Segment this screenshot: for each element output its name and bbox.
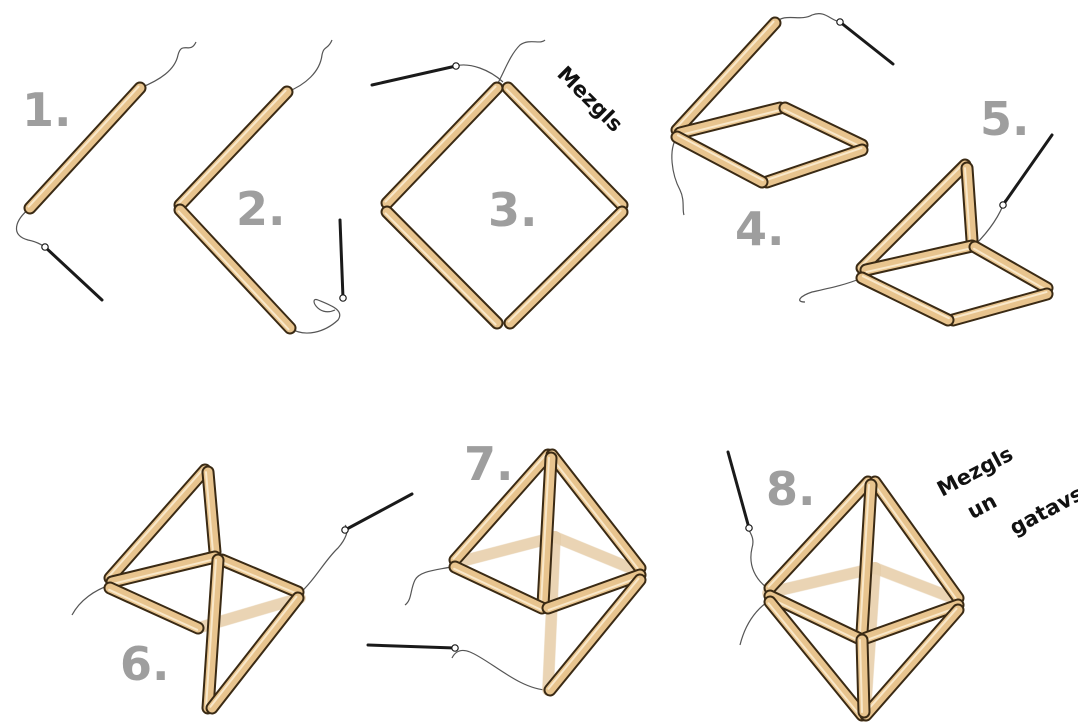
- step7-needle-eye: [452, 645, 458, 651]
- step5-straw-f-body: [862, 278, 948, 320]
- step4-straw-d-shine: [766, 148, 861, 180]
- step4-straw-e: [677, 135, 763, 182]
- step6-straw-f: [206, 560, 218, 708]
- step2-thread-top: [287, 40, 332, 92]
- step4-straw-d: [766, 148, 862, 182]
- step4-straw-d-body: [767, 150, 862, 182]
- step7-thread-left: [405, 566, 455, 605]
- step-1-label: 1.: [22, 83, 71, 137]
- straws-layer: [29, 22, 1047, 717]
- step8-straw-h: [860, 640, 864, 712]
- step6-straw-d: [109, 588, 198, 630]
- step2-thread-bottom: [290, 300, 340, 334]
- step3-needle-eye: [453, 63, 459, 69]
- step7-thread-bottom: [452, 650, 548, 690]
- step4-thread-top: [775, 14, 840, 23]
- step3-straw-a-body: [387, 88, 497, 203]
- step1-needle-eye: [42, 244, 48, 250]
- step6-straw-f-body: [208, 560, 218, 708]
- step6-straw-e: [221, 560, 298, 594]
- step5-straw-d: [974, 247, 1047, 290]
- step6-straw-d-shine: [109, 590, 197, 630]
- step4-straw-e-body: [677, 137, 762, 182]
- step6-straw-e-body: [222, 560, 298, 592]
- step7-needle: [368, 645, 458, 651]
- step3-straw-c-body: [387, 212, 497, 323]
- step2-needle: [340, 220, 346, 301]
- step3-needle: [372, 63, 459, 85]
- step-6-label: 6.: [120, 637, 169, 691]
- step1-needle-shaft: [45, 247, 102, 300]
- step6-straw-e-shine: [221, 562, 297, 594]
- step4-straw-e-shine: [678, 135, 763, 180]
- step5-straw-b: [965, 168, 972, 240]
- step8-straw-c: [860, 485, 871, 633]
- step2-needle-eye: [340, 295, 346, 301]
- step8-thread-needle: [748, 525, 770, 590]
- step8-needle-eye: [746, 525, 752, 531]
- step4-needle: [837, 19, 893, 64]
- step-3-label: 3.: [488, 183, 537, 237]
- step3-straw-a-shine: [386, 87, 496, 202]
- step-5-label: 5.: [980, 92, 1029, 146]
- step4-straw-c-body: [785, 108, 862, 145]
- knot-note: Mezgls: [552, 62, 627, 137]
- step6-needle-shaft: [345, 494, 412, 530]
- step1-needle: [42, 244, 102, 300]
- step3-needle-shaft: [372, 66, 456, 85]
- step5-straw-f-shine: [863, 276, 949, 318]
- done-note-line-1: Mezgls: [933, 442, 1017, 502]
- step6-thread-right: [298, 525, 347, 595]
- step3-straw-c-shine: [386, 213, 496, 324]
- step7-straw-c: [541, 458, 551, 605]
- step6-needle: [342, 494, 412, 533]
- step8-needle-shaft: [728, 452, 749, 528]
- step2-needle-shaft: [340, 220, 343, 298]
- step8-needle: [728, 452, 752, 531]
- step3-straw-c: [386, 212, 497, 324]
- step6-needle-eye: [342, 527, 348, 533]
- step7-straw-d-body: [455, 567, 542, 608]
- step-8-label: 8.: [766, 462, 815, 516]
- step5-straw-e-body: [953, 294, 1047, 320]
- step7-needle-shaft: [368, 645, 455, 648]
- step4-needle-shaft: [840, 22, 893, 64]
- step4-needle-eye: [837, 19, 843, 25]
- step5-straw-d-shine: [974, 249, 1046, 290]
- step4-straw-c: [784, 108, 862, 147]
- step3-thread-top: [497, 40, 545, 85]
- step5-straw-e: [952, 292, 1047, 320]
- done-note-line-2: un: [963, 489, 1001, 524]
- step6-straw-b: [206, 472, 215, 552]
- step-2-label: 2.: [236, 182, 285, 236]
- step7-straw-d-shine: [454, 569, 541, 610]
- step4-thread-bottom: [672, 137, 684, 215]
- step5-straw-d-body: [975, 247, 1047, 288]
- step5-straw-e-shine: [952, 292, 1046, 318]
- step6-straw-d-body: [110, 588, 198, 628]
- step-7-label: 7.: [464, 437, 513, 491]
- step5-straw-f: [862, 276, 949, 320]
- done-note-line-3: gatavs!: [1006, 477, 1078, 540]
- step7-straw-d: [454, 567, 542, 610]
- step3-straw-a: [386, 87, 497, 203]
- step1-thread-top: [140, 42, 196, 88]
- step5-thread-bottom: [800, 278, 862, 302]
- step5-needle-eye: [1000, 202, 1006, 208]
- step-4-label: 4.: [735, 202, 784, 256]
- step4-straw-c-shine: [784, 110, 861, 147]
- step3-thread-needle: [455, 65, 503, 82]
